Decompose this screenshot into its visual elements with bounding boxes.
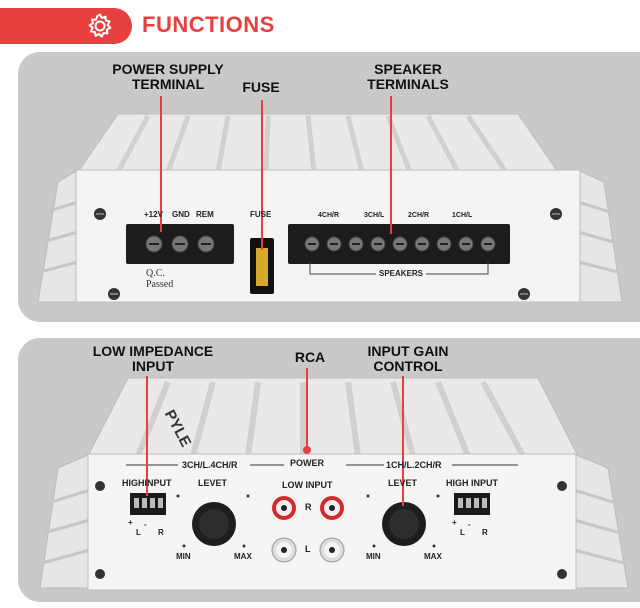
amplifier-top-illustration xyxy=(37,113,623,303)
silk-speakers: SPEAKERS xyxy=(376,269,427,278)
silk-min-left: MIN xyxy=(176,552,191,561)
silk-max-right: MAX xyxy=(424,552,442,561)
power-supply-callout: POWER SUPPLY TERMINAL xyxy=(112,61,224,92)
power-indicator-led xyxy=(303,446,311,454)
silk-lr-l-left: L xyxy=(136,528,141,537)
silk-plus-right: + xyxy=(452,518,457,527)
qc-label: Q.C. Passed xyxy=(146,268,173,290)
silk-minus-right: - xyxy=(468,520,471,529)
bottom-amplifier-panel: LOW IMPEDANCE INPUT RCA INPUT GAIN CONTR… xyxy=(18,338,640,602)
silk-left-group: 3CH/L.4CH/R xyxy=(182,460,238,470)
silk-rem: REM xyxy=(196,210,214,219)
fuse-leader xyxy=(261,100,263,250)
silk-lr-r-left: R xyxy=(158,528,164,537)
silk-low-input: LOW INPUT xyxy=(282,480,333,490)
qc-line-2: Passed xyxy=(146,279,174,290)
speaker-leader xyxy=(390,96,392,234)
silk-high-input-right: HIGH INPUT xyxy=(446,478,499,488)
rca-callout: RCA xyxy=(294,349,326,365)
silk-gnd: GND xyxy=(172,210,190,219)
silk-right-group: 1CH/L.2CH/R xyxy=(386,460,442,470)
fuse-callout: FUSE xyxy=(242,79,280,95)
silk-minus-left: - xyxy=(144,520,147,529)
silk-2ch: 2CH/R xyxy=(408,212,430,219)
silk-level-left: LEVET xyxy=(198,478,228,488)
silk-lr-r-right: R xyxy=(482,528,488,537)
header: FUNCTIONS xyxy=(0,0,640,52)
silk-3ch: 3CH/L xyxy=(364,212,385,219)
silk-4ch: 4CH/R xyxy=(318,212,340,219)
qc-line-1: Q.C. xyxy=(146,268,165,279)
low-impedance-leader xyxy=(146,376,148,496)
low-impedance-callout: LOW IMPEDANCE INPUT xyxy=(92,343,214,374)
amplifier-bottom-illustration xyxy=(39,377,629,591)
input-gain-leader xyxy=(402,376,404,506)
silk-1ch: 1CH/L xyxy=(452,212,473,219)
power-supply-leader xyxy=(160,96,162,232)
page-title: FUNCTIONS xyxy=(142,12,275,37)
gear-icon xyxy=(82,8,118,44)
silk-lr-l-right: L xyxy=(460,528,465,537)
silk-plus-left: + xyxy=(128,518,133,527)
silk-high-input-left: HIGHINPUT xyxy=(122,478,172,488)
silk-12v: +12V xyxy=(144,210,163,219)
rca-leader xyxy=(306,368,308,450)
silk-power: POWER xyxy=(290,458,325,468)
silk-max-left: MAX xyxy=(234,552,252,561)
top-amplifier-panel: POWER SUPPLY TERMINAL FUSE SPEAKER TERMI… xyxy=(18,52,640,322)
silk-level-right: LEVET xyxy=(388,478,418,488)
input-gain-callout: INPUT GAIN CONTROL xyxy=(367,343,449,374)
silk-fuse: FUSE xyxy=(250,210,272,219)
header-accent-band xyxy=(0,8,132,44)
silk-min-right: MIN xyxy=(366,552,381,561)
silk-r: R xyxy=(305,502,312,512)
speaker-terminals-callout: SPEAKER TERMINALS xyxy=(367,61,449,92)
silk-l: L xyxy=(305,544,311,554)
